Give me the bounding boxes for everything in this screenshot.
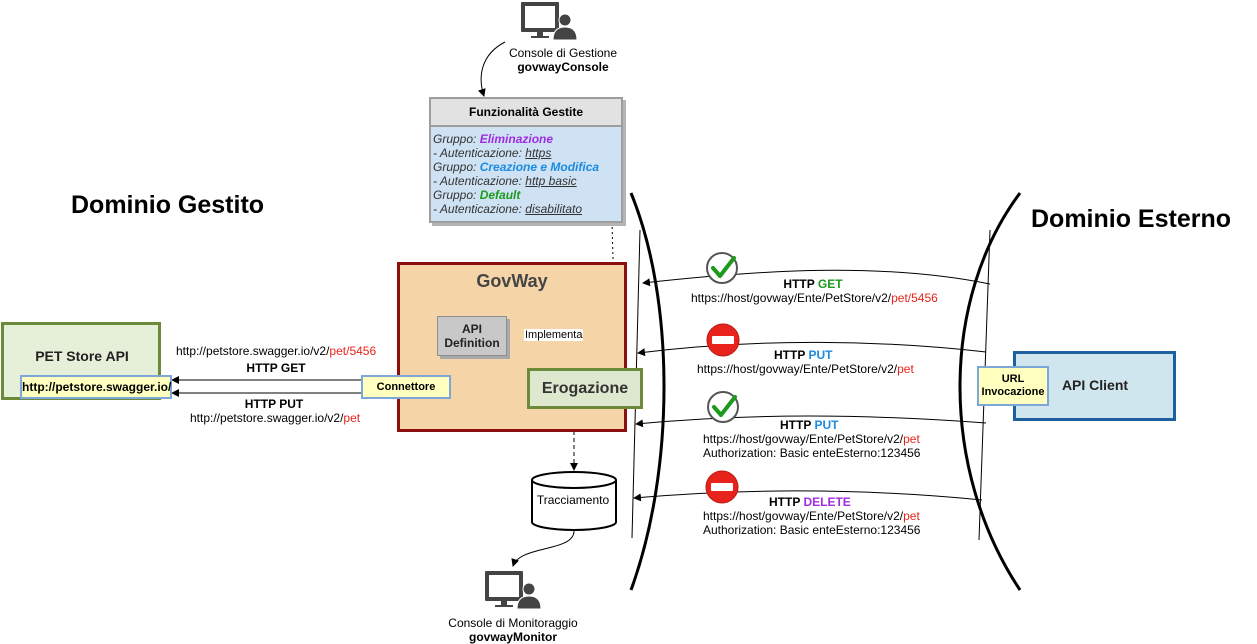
url-prefix: http://petstore.swagger.io/v2/ (176, 344, 330, 358)
pet-store-url-box: http://petstore.swagger.io/ (20, 375, 172, 399)
console-gestione-name: Console di Gestione (508, 46, 618, 60)
auth-label: - Autenticazione: (433, 146, 522, 160)
no-entry-icon (705, 470, 739, 504)
backend-put-method: HTTP PUT (224, 397, 324, 411)
group-row: Gruppo: Eliminazione (433, 132, 619, 146)
funzionalita-gestite-title: Funzionalità Gestite (431, 99, 621, 127)
method-verb: PUT (808, 348, 833, 362)
url-suffix: pet (903, 509, 920, 523)
request-url: https://host/govway/Ente/PetStore/v2/pet (703, 509, 920, 523)
request-method: HTTP PUT (703, 418, 920, 432)
url-prefix: https://host/govway/Ente/PetStore/v2/ (697, 362, 898, 376)
group-label: Gruppo: (433, 188, 477, 202)
auth-row: - Autenticazione: disabilitato (433, 202, 619, 216)
govway-title: GovWay (476, 271, 548, 291)
method-prefix: HTTP (246, 361, 278, 375)
auth-value: disabilitato (525, 202, 582, 216)
check-circle-icon (707, 391, 739, 423)
method-prefix: HTTP (769, 495, 801, 509)
url-suffix: pet (903, 432, 920, 446)
url-suffix: pet/5456 (329, 344, 377, 358)
request-method: HTTP PUT (697, 348, 914, 362)
method-prefix: HTTP (244, 397, 276, 411)
method-verb: PUT (814, 418, 839, 432)
method-prefix: HTTP (780, 418, 812, 432)
method-prefix: HTTP (783, 277, 815, 291)
computer-user-icon (485, 571, 542, 610)
url-prefix: http://petstore.swagger.io/v2/ (190, 411, 344, 425)
console-gestione-app: govwayConsole (517, 60, 609, 74)
group-label: Gruppo: (433, 160, 477, 174)
console-gestione-label: Console di Gestione govwayConsole (478, 46, 648, 74)
console-monitoraggio-label: Console di Monitoraggio govwayMonitor (428, 616, 598, 644)
computer-user-icon (521, 2, 578, 41)
tracciamento-label: Tracciamento (536, 493, 610, 507)
auth-value: https (525, 146, 552, 160)
method-verb: DELETE (803, 495, 851, 509)
url-suffix: pet/5456 (891, 291, 938, 305)
domain-managed-title: Dominio Gestito (71, 191, 265, 219)
group-name: Eliminazione (479, 132, 554, 146)
auth-label: - Autenticazione: (433, 202, 522, 216)
auth-row: - Autenticazione: https (433, 146, 619, 160)
auth-value: http basic (525, 174, 577, 188)
check-circle-icon (706, 252, 738, 284)
domain-external-title: Dominio Esterno (1031, 205, 1232, 233)
console-monitoraggio-name: Console di Monitoraggio (448, 616, 578, 630)
request-get: HTTP GET https://host/govway/Ente/PetSto… (691, 277, 938, 305)
request-url: https://host/govway/Ente/PetStore/v2/pet… (691, 291, 938, 305)
method-verb: PUT (279, 397, 304, 411)
group-row: Gruppo: Default (433, 188, 619, 202)
implementa-label: Implementa (524, 329, 584, 341)
request-delete: HTTP DELETE https://host/govway/Ente/Pet… (703, 495, 920, 537)
auth-label: - Autenticazione: (433, 174, 522, 188)
url-prefix: https://host/govway/Ente/PetStore/v2/ (703, 509, 904, 523)
funzionalita-list: Gruppo: Eliminazione - Autenticazione: h… (431, 127, 621, 216)
url-invocazione-box: URL Invocazione (977, 366, 1049, 406)
console-monitoraggio-app: govwayMonitor (468, 630, 557, 644)
tracciamento-cylinder (531, 471, 617, 531)
method-verb: GET (817, 277, 843, 291)
pet-store-title: PET Store API (35, 348, 129, 364)
request-put-denied: HTTP PUT https://host/govway/Ente/PetSto… (697, 348, 914, 376)
api-definition-box: API Definition (437, 316, 507, 356)
url-prefix: https://host/govway/Ente/PetStore/v2/ (691, 291, 892, 305)
backend-get-method: HTTP GET (226, 361, 326, 375)
method-verb: GET (280, 361, 306, 375)
backend-get-url: http://petstore.swagger.io/v2/pet/5456 (176, 344, 376, 358)
group-label: Gruppo: (433, 132, 477, 146)
request-put-allowed: HTTP PUT https://host/govway/Ente/PetSto… (703, 418, 920, 460)
request-auth: Authorization: Basic enteEsterno:123456 (703, 446, 921, 460)
request-url: https://host/govway/Ente/PetStore/v2/pet (703, 432, 920, 446)
url-suffix: pet (343, 411, 361, 425)
backend-put-url: http://petstore.swagger.io/v2/pet (190, 411, 360, 425)
request-method: HTTP GET (691, 277, 935, 291)
connettore-box: Connettore (361, 375, 451, 399)
erogazione-box: Erogazione (527, 368, 643, 409)
request-auth: Authorization: Basic enteEsterno:123456 (703, 523, 921, 537)
group-row: Gruppo: Creazione e Modifica (433, 160, 619, 174)
api-client-title: API Client (1061, 377, 1129, 393)
request-url: https://host/govway/Ente/PetStore/v2/pet (697, 362, 914, 376)
group-name: Creazione e Modifica (479, 160, 600, 174)
url-suffix: pet (897, 362, 914, 376)
url-prefix: https://host/govway/Ente/PetStore/v2/ (703, 432, 904, 446)
group-name: Default (479, 188, 521, 202)
auth-row: - Autenticazione: http basic (433, 174, 619, 188)
no-entry-icon (706, 323, 740, 357)
funzionalita-gestite-panel: Funzionalità Gestite Gruppo: Eliminazion… (429, 97, 623, 223)
request-method: HTTP DELETE (703, 495, 920, 509)
method-prefix: HTTP (774, 348, 806, 362)
